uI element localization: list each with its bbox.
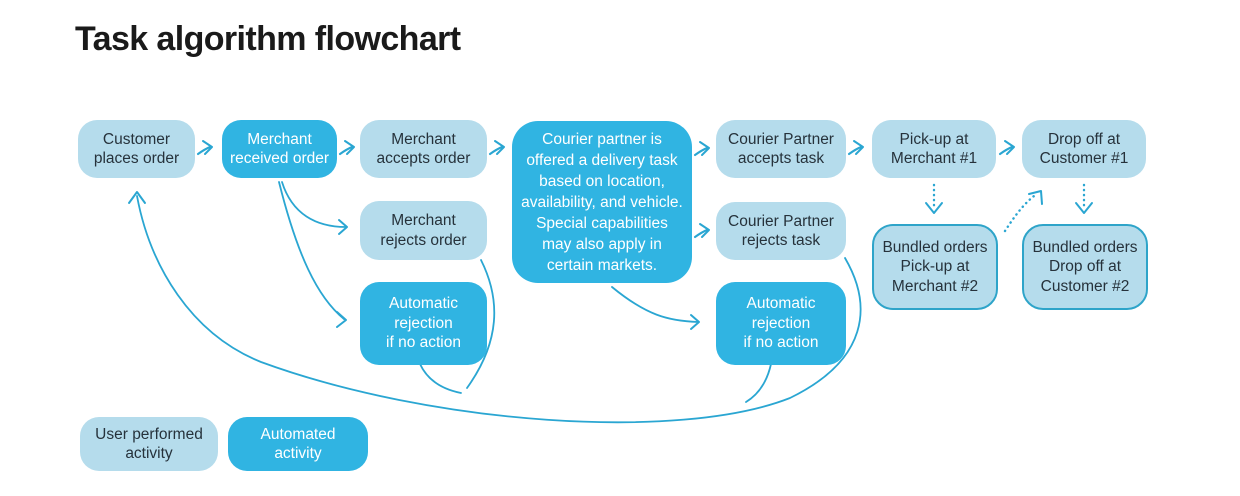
edge-received-to-auto1	[278, 181, 347, 328]
edge-pickup1-to-dropoff1	[998, 140, 1015, 156]
node-label-line: Special capabilities	[536, 214, 668, 232]
node-label-line: based on location,	[539, 172, 665, 190]
node-label-line: Automatic	[746, 295, 816, 313]
node-label-line: Merchant	[247, 130, 312, 148]
node-received: Merchant received order	[222, 120, 337, 178]
node-label-line: Drop off at	[1048, 258, 1122, 276]
node-label-line: Customer #2	[1040, 277, 1130, 295]
node-label-line: availability, and vehicle.	[521, 193, 683, 211]
node-label-line: received order	[229, 150, 330, 167]
node-label-line: Merchant #1	[890, 150, 978, 167]
edge-courier-offer-to-courier-accepts	[693, 141, 710, 157]
node-label-line: rejection	[394, 314, 453, 332]
node-rejects: Merchant rejects order	[360, 201, 487, 260]
node-label-line: Merchant	[391, 212, 456, 229]
legend-user: User performed activity	[80, 417, 218, 471]
node-label-line: Automatic	[389, 295, 458, 313]
node-pickup1: Pick-up at Merchant #1	[872, 120, 996, 178]
node-label-line: places order	[93, 150, 180, 167]
node-label-line: Merchant	[391, 130, 456, 148]
node-courier-offer: Courier partner is offered a delivery tas…	[512, 121, 692, 283]
node-label-line: Bundled orders	[1032, 238, 1138, 256]
node-label-line: certain markets.	[546, 256, 658, 274]
node-label-line: Drop off at	[1047, 130, 1121, 148]
edge-courier-rejects-to-customer	[128, 191, 862, 424]
node-label-line: Courier Partner	[728, 130, 834, 148]
node-label-line: Merchant #2	[891, 277, 979, 295]
edge-accepts-to-courier-offer	[488, 140, 505, 156]
edge-received-to-rejects	[281, 181, 348, 235]
edge-courier-offer-to-courier-rejects	[693, 223, 710, 239]
edge-courier-offer-to-auto2	[611, 286, 700, 330]
node-label-line: Automated	[260, 425, 336, 443]
node-label-line: Customer #1	[1039, 150, 1129, 167]
node-label-line: rejects order	[380, 231, 467, 249]
node-label-line: may also apply in	[542, 235, 662, 253]
edge-dropoff1-to-bundled-dropoff	[1075, 183, 1093, 214]
node-label-line: if no action	[743, 334, 819, 352]
edge-customer-to-received	[196, 140, 213, 156]
page-title: Task algorithm flowchart	[75, 20, 461, 58]
node-accepts: Merchant accepts order	[360, 120, 487, 178]
node-label-line: accepts task	[737, 150, 825, 167]
edge-courier-accepts-to-pickup1	[847, 140, 864, 156]
node-label-line: Bundled orders	[882, 238, 988, 256]
node-customer: Customer places order	[78, 120, 195, 178]
node-label-line: accepts order	[376, 150, 471, 167]
edge-received-to-accepts	[338, 140, 355, 156]
node-label-line: Courier Partner	[728, 212, 834, 230]
node-label-line: rejection	[751, 314, 811, 332]
node-label-line: Pick-up at	[900, 258, 970, 276]
legend-auto: Automated activity	[228, 417, 368, 471]
node-label-line: activity	[125, 445, 173, 462]
node-dropoff1: Drop off at Customer #1	[1022, 120, 1146, 178]
edge-auto2-to-customer	[745, 363, 772, 403]
node-label-line: activity	[274, 445, 322, 462]
node-label-line: Pick-up at	[899, 130, 969, 148]
node-label-line: Courier partner is	[542, 130, 662, 148]
node-label-line: rejects task	[741, 232, 821, 249]
node-label-line: User performed	[95, 425, 203, 443]
node-courier-rejects: Courier Partner rejects task	[716, 202, 846, 260]
edge-pickup1-to-bundled-pickup	[925, 183, 943, 214]
edge-rejects-to-customer	[466, 259, 496, 389]
node-label-line: if no action	[386, 334, 461, 352]
node-courier-accepts: Courier Partner accepts task	[716, 120, 846, 178]
node-label-line: offered a delivery task	[526, 151, 678, 169]
edge-bundled-pickup-to-dropoff1	[1003, 190, 1043, 233]
node-label-line: Customer	[102, 130, 171, 148]
edge-auto1-to-customer	[419, 363, 462, 394]
